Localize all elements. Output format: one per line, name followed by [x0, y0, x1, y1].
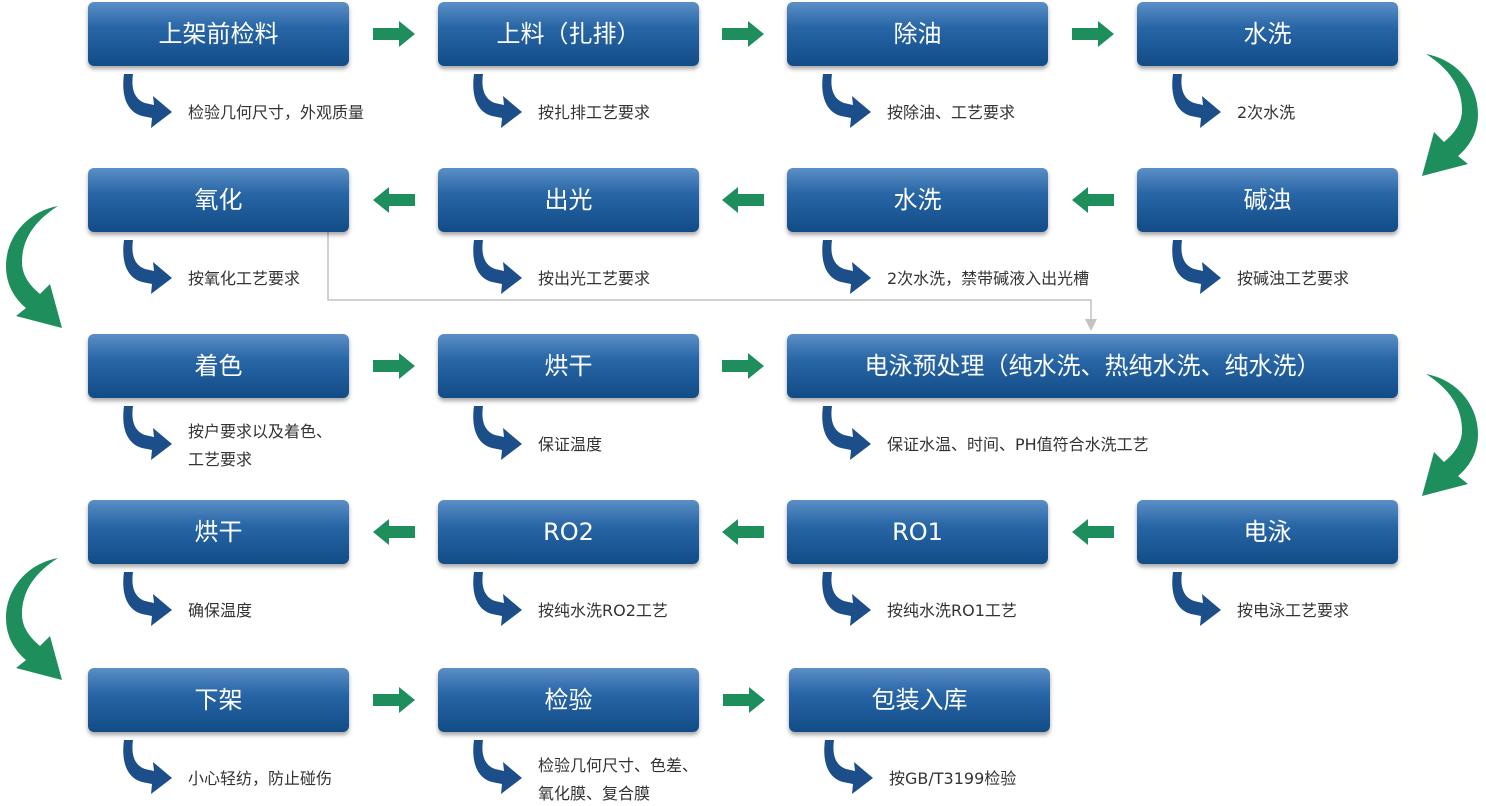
green-left-arrow-icon: [722, 519, 764, 545]
step-note-line: 按除油、工艺要求: [887, 103, 1016, 122]
blue-curved-arrow-icon: [822, 240, 871, 294]
step-box: 下架: [88, 668, 349, 732]
step-box: 着色: [88, 334, 349, 398]
step-note: 按碱浊工艺要求: [1237, 265, 1349, 293]
blue-curved-arrow-icon: [822, 74, 871, 128]
step-box: RO1: [787, 500, 1048, 564]
step-box: 烘干: [88, 500, 349, 564]
step-note: 2次水洗: [1237, 99, 1295, 127]
step-box: 上料（扎排）: [438, 2, 699, 66]
green-right-arrow-icon: [372, 687, 415, 713]
blue-curved-arrow-icon: [473, 406, 522, 460]
green-right-arrow-icon: [1071, 21, 1114, 47]
step-box: 水洗: [1137, 2, 1398, 66]
green-curved-arrow-icon: [6, 206, 62, 328]
step-note-line: 按碱浊工艺要求: [1237, 269, 1350, 288]
step-note-line: 2次水洗，禁带碱液入出光槽: [887, 269, 1090, 288]
step-note-line: 小心轻纺，防止碰伤: [188, 769, 333, 788]
blue-curved-arrow-icon: [473, 740, 522, 794]
step-note: 按除油、工艺要求: [887, 99, 1015, 127]
blue-curved-arrow-icon: [123, 572, 172, 626]
step-note: 2次水洗，禁带碱液入出光槽: [887, 265, 1089, 293]
blue-curved-arrow-icon: [473, 74, 522, 128]
step-note: 按纯水洗RO1工艺: [887, 597, 1017, 625]
green-left-arrow-icon: [722, 187, 764, 213]
step-note: 保证温度: [538, 431, 602, 459]
blue-curved-arrow-icon: [123, 74, 172, 128]
step-box: 烘干: [438, 334, 699, 398]
step-box: 上架前检料: [88, 2, 349, 66]
green-right-arrow-icon: [722, 353, 764, 379]
step-note-line: 保证水温、时间、PH值符合水洗工艺: [887, 435, 1149, 454]
step-note-line: 检验几何尺寸，外观质量: [188, 103, 365, 122]
step-note: 按电泳工艺要求: [1237, 597, 1349, 625]
blue-curved-arrow-icon: [473, 572, 522, 626]
step-box: 水洗: [787, 168, 1048, 232]
step-note: 小心轻纺，防止碰伤: [188, 765, 332, 793]
step-note-line: 保证温度: [538, 435, 603, 454]
green-right-arrow-icon: [372, 353, 415, 379]
step-note: 检验几何尺寸、色差、氧化膜、复合膜: [538, 752, 698, 806]
green-right-arrow-icon: [723, 687, 765, 713]
green-curved-arrow-icon: [6, 558, 62, 680]
blue-curved-arrow-icon: [1172, 572, 1221, 626]
step-note-line: 确保温度: [188, 601, 253, 620]
step-box: 碱浊: [1137, 168, 1398, 232]
blue-curved-arrow-icon: [822, 572, 871, 626]
step-note: 确保温度: [188, 597, 252, 625]
step-note: 按出光工艺要求: [538, 265, 650, 293]
step-note-line: 检验几何尺寸、色差、: [538, 756, 699, 775]
bypass-connector-arrowhead: [1085, 319, 1097, 331]
step-note-line: 工艺要求: [188, 450, 253, 469]
step-note-line: 按氧化工艺要求: [188, 269, 301, 288]
step-note-line: 按电泳工艺要求: [1237, 601, 1350, 620]
step-note-line: 按扎排工艺要求: [538, 103, 651, 122]
green-curved-arrow-icon: [1422, 54, 1478, 176]
step-note: 保证水温、时间、PH值符合水洗工艺: [887, 431, 1149, 459]
blue-curved-arrow-icon: [822, 406, 871, 460]
step-note-line: 按户要求以及着色、: [188, 422, 333, 441]
step-box: 除油: [787, 2, 1048, 66]
green-left-arrow-icon: [1071, 519, 1114, 545]
step-note-line: 按GB/T3199检验: [889, 769, 1017, 788]
blue-curved-arrow-icon: [123, 240, 172, 294]
step-note: 按户要求以及着色、工艺要求: [188, 418, 332, 474]
step-box: 电泳预处理（纯水洗、热纯水洗、纯水洗）: [787, 334, 1398, 398]
step-note-line: 按出光工艺要求: [538, 269, 651, 288]
green-right-arrow-icon: [372, 21, 415, 47]
step-note-line: 氧化膜、复合膜: [538, 784, 651, 803]
blue-curved-arrow-icon: [1172, 74, 1221, 128]
green-left-arrow-icon: [372, 187, 415, 213]
step-note: 按扎排工艺要求: [538, 99, 650, 127]
step-box: 检验: [438, 668, 699, 732]
green-curved-arrow-icon: [1422, 374, 1478, 496]
step-box: 电泳: [1137, 500, 1398, 564]
green-right-arrow-icon: [722, 21, 764, 47]
green-left-arrow-icon: [1071, 187, 1114, 213]
step-note: 按GB/T3199检验: [889, 765, 1016, 793]
step-box: RO2: [438, 500, 699, 564]
step-note: 按氧化工艺要求: [188, 265, 300, 293]
step-note-line: 按纯水洗RO2工艺: [538, 601, 668, 620]
blue-curved-arrow-icon: [824, 740, 873, 794]
step-box: 出光: [438, 168, 699, 232]
blue-curved-arrow-icon: [1172, 240, 1221, 294]
blue-curved-arrow-icon: [473, 240, 522, 294]
step-note: 按纯水洗RO2工艺: [538, 597, 668, 625]
step-box: 氧化: [88, 168, 349, 232]
step-note-line: 2次水洗: [1237, 103, 1296, 122]
green-left-arrow-icon: [372, 519, 415, 545]
step-note: 检验几何尺寸，外观质量: [188, 99, 364, 127]
step-note-line: 按纯水洗RO1工艺: [887, 601, 1017, 620]
blue-curved-arrow-icon: [123, 740, 172, 794]
blue-curved-arrow-icon: [123, 406, 172, 460]
step-box: 包装入库: [789, 668, 1050, 732]
